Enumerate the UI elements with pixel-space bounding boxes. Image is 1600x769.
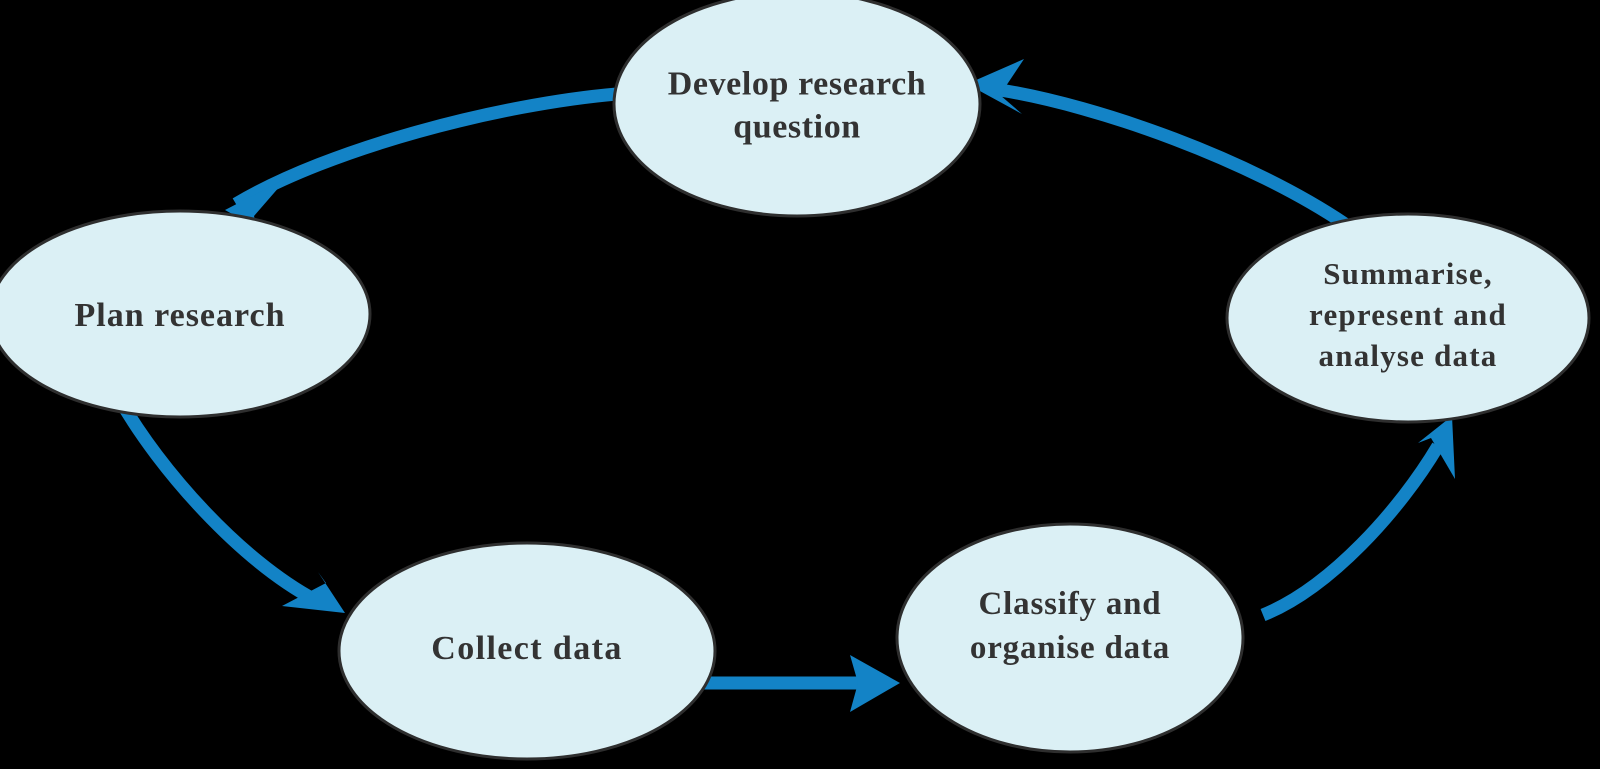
arrow-classify-to-summarise-head — [1418, 416, 1455, 479]
node-summarise-represent-analyse-data-shape[interactable] — [1225, 212, 1591, 424]
arrow-plan-to-collect — [114, 396, 345, 613]
arrow-collect-to-classify-head — [850, 655, 900, 712]
arrow-layer — [114, 59, 1455, 712]
arrow-summarise-to-develop — [967, 59, 1349, 230]
arrow-collect-to-classify — [700, 655, 900, 712]
arrow-plan-to-collect-head — [282, 572, 345, 613]
arrow-plan-to-collect-line — [114, 396, 319, 606]
node-classify-and-organise-data-shape[interactable] — [895, 522, 1245, 754]
node-classify-and-organise-data-line-0: Classify and — [979, 586, 1162, 622]
node-collect-data[interactable]: Collect data — [337, 541, 717, 761]
node-plan-research[interactable]: Plan research — [0, 209, 372, 419]
arrow-classify-to-summarise-line — [1260, 442, 1444, 622]
node-develop-research-question-line-0: Develop research — [668, 65, 927, 102]
arrow-develop-to-plan — [225, 87, 618, 228]
node-develop-research-question-label: Develop research question — [668, 65, 927, 145]
arrow-classify-to-summarise — [1260, 416, 1455, 622]
node-develop-research-question-line-1: question — [733, 108, 861, 145]
node-classify-and-organise-data-label: Classify and organise data — [970, 586, 1170, 666]
node-summarise-represent-analyse-data-label: Summarise, represent and analyse data — [1309, 256, 1507, 373]
arrow-summarise-to-develop-line — [998, 83, 1349, 230]
node-collect-data-shape[interactable] — [337, 541, 717, 761]
node-summarise-represent-analyse-data-line-1: represent and — [1309, 297, 1507, 332]
node-classify-and-organise-data[interactable]: Classify and organise data — [895, 522, 1245, 754]
node-plan-research-shape[interactable] — [0, 209, 372, 419]
node-plan-research-line-0: Plan research — [75, 297, 286, 334]
arrow-develop-to-plan-line — [232, 87, 618, 210]
node-summarise-represent-analyse-data-line-2: analyse data — [1319, 338, 1498, 373]
node-summarise-represent-analyse-data-line-0: Summarise, — [1323, 256, 1493, 291]
node-plan-research-label: Plan research — [75, 297, 286, 334]
node-summarise-represent-analyse-data[interactable]: Summarise, represent and analyse data — [1225, 212, 1591, 424]
node-develop-research-question-shape[interactable] — [612, 0, 982, 218]
node-develop-research-question[interactable]: Develop research question — [612, 0, 982, 218]
node-collect-data-label: Collect data — [431, 630, 622, 667]
node-collect-data-line-0: Collect data — [431, 630, 622, 667]
node-classify-and-organise-data-line-1: organise data — [970, 630, 1170, 666]
arrow-summarise-to-develop-head — [967, 59, 1024, 114]
